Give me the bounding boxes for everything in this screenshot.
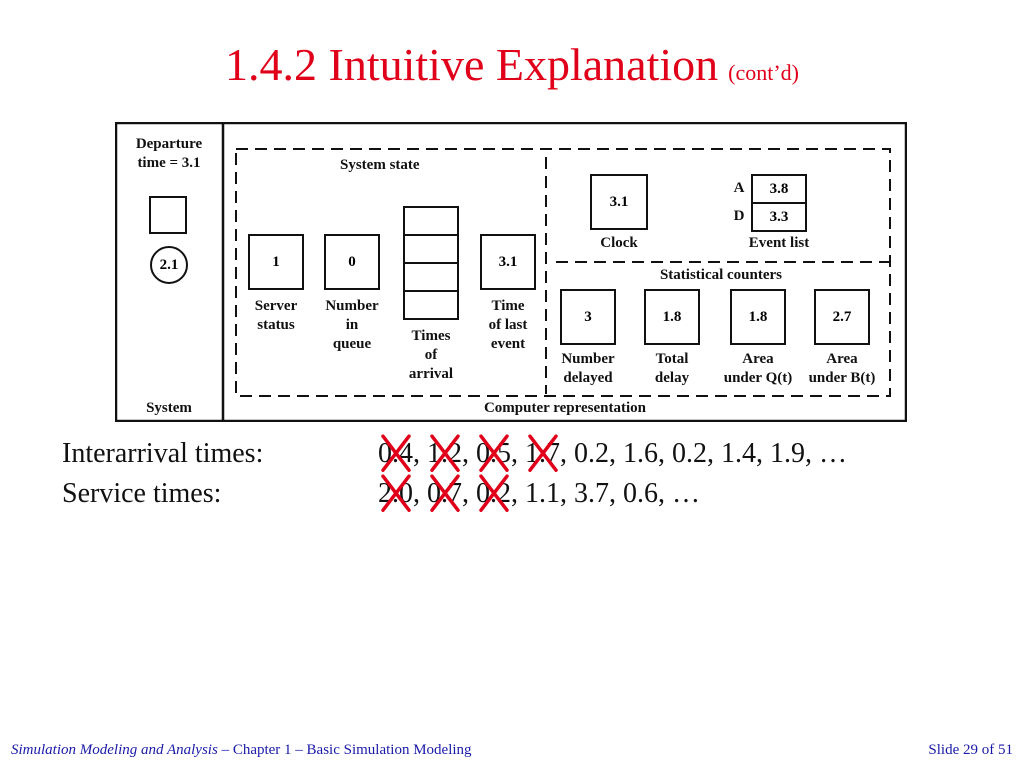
- nd-label1: Number: [561, 351, 615, 367]
- service-value: 0.7: [427, 474, 462, 512]
- departure-time-label: Departure time = 3.1: [123, 135, 215, 173]
- arrival-cell-2: [403, 234, 459, 264]
- server-status-label1: Server: [254, 298, 298, 314]
- footer-chapter: – Chapter 1 – Basic Simulation Modeling: [217, 742, 472, 758]
- interarrival-value: 0.5: [476, 434, 511, 472]
- toa-label3: arrival: [408, 366, 454, 382]
- niq-label2: in: [345, 317, 359, 333]
- interarrival-ellipsis: …: [819, 438, 847, 469]
- customer-circle: 2.1: [150, 246, 188, 284]
- area-b-label: Area under B(t): [797, 350, 887, 388]
- system-label: System: [146, 400, 192, 416]
- server-status-label2: status: [257, 317, 295, 333]
- system-state-label: System state: [340, 157, 420, 173]
- time-of-last-event-box: 3.1: [480, 234, 536, 290]
- nd-label2: delayed: [563, 370, 613, 386]
- interarrival-label: Interarrival times:: [62, 438, 264, 469]
- server-status-label: Server status: [236, 297, 316, 335]
- statistical-counters-label: Statistical counters: [659, 267, 783, 283]
- number-in-queue-box: 0: [324, 234, 380, 290]
- arrival-cell-4: [403, 290, 459, 320]
- td-label2: delay: [654, 370, 690, 386]
- number-delayed-label: Number delayed: [548, 350, 628, 388]
- clock-label: Clock: [600, 235, 638, 251]
- cross-mark-icon: [380, 474, 411, 512]
- interarrival-value: 0.4: [378, 434, 413, 472]
- cross-mark-icon: [478, 474, 509, 512]
- interarrival-value: 0.2: [672, 438, 707, 469]
- interarrival-values: 0.4, 1.2, 0.5, 1.7, 0.2, 1.6, 0.2, 1.4, …: [378, 434, 847, 472]
- interarrival-value: 1.9: [770, 438, 805, 469]
- arrival-cell-3: [403, 262, 459, 292]
- interarrival-value: 0.2: [574, 438, 609, 469]
- title-main: 1.4.2 Intuitive Explanation: [225, 39, 719, 90]
- interarrival-value: 1.4: [721, 438, 756, 469]
- departure-line1: Departure: [135, 136, 203, 152]
- event-d-box: 3.3: [751, 202, 807, 232]
- event-d-label: D: [733, 208, 745, 224]
- ab-label1: Area: [826, 351, 858, 367]
- total-delay-label: Total delay: [632, 350, 712, 388]
- cross-mark-icon: [429, 434, 460, 472]
- computer-representation-label: Computer representation: [483, 400, 647, 416]
- number-in-queue-label: Number in queue: [312, 297, 392, 354]
- clock-box: 3.1: [590, 174, 648, 230]
- server-status-box: 1: [248, 234, 304, 290]
- footer-book-title: Simulation Modeling and Analysis: [11, 742, 218, 758]
- interarrival-value: 1.2: [427, 434, 462, 472]
- number-delayed-box: 3: [560, 289, 616, 345]
- ab-label2: under B(t): [808, 370, 876, 386]
- total-delay-box: 1.8: [644, 289, 700, 345]
- service-value: 0.6: [623, 478, 658, 509]
- interarrival-value: 1.6: [623, 438, 658, 469]
- niq-label3: queue: [332, 336, 372, 352]
- interarrival-value: 1.7: [525, 434, 560, 472]
- td-label1: Total: [655, 351, 689, 367]
- service-value: 0.2: [476, 474, 511, 512]
- footer-slide-number: Slide 29 of 51: [928, 742, 1013, 758]
- service-value: 2.0: [378, 474, 413, 512]
- slide-title: 1.4.2 Intuitive Explanation (cont’d): [0, 38, 1024, 91]
- service-values: 2.0, 0.7, 0.2, 1.1, 3.7, 0.6, …: [378, 474, 700, 512]
- tle-label3: event: [490, 336, 526, 352]
- toa-label1: Times: [411, 328, 451, 344]
- cross-mark-icon: [429, 474, 460, 512]
- event-a-label: A: [733, 180, 745, 196]
- cross-mark-icon: [380, 434, 411, 472]
- event-list-label: Event list: [748, 235, 810, 251]
- cross-mark-icon: [478, 434, 509, 472]
- service-value: 3.7: [574, 478, 609, 509]
- footer-course: Simulation Modeling and Analysis – Chapt…: [11, 742, 472, 759]
- toa-label2: of: [424, 347, 438, 363]
- niq-label1: Number: [325, 298, 379, 314]
- cross-mark-icon: [527, 434, 558, 472]
- server-box: [149, 196, 187, 234]
- area-q-label: Area under Q(t): [713, 350, 803, 388]
- area-q-box: 1.8: [730, 289, 786, 345]
- area-b-box: 2.7: [814, 289, 870, 345]
- service-label: Service times:: [62, 478, 222, 509]
- arrival-cell-1: [403, 206, 459, 236]
- times-of-arrival-label: Times of arrival: [391, 327, 471, 384]
- aq-label2: under Q(t): [723, 370, 793, 386]
- time-of-last-event-label: Time of last event: [468, 297, 548, 354]
- diagram-frame: [115, 122, 907, 422]
- aq-label1: Area: [742, 351, 774, 367]
- service-ellipsis: …: [672, 478, 700, 509]
- simulation-diagram: Departure time = 3.1 2.1 System System s…: [115, 122, 907, 422]
- departure-line2: time = 3.1: [137, 155, 201, 171]
- title-sub: (cont’d): [728, 60, 799, 85]
- service-value: 1.1: [525, 478, 560, 509]
- tle-label1: Time: [491, 298, 525, 314]
- tle-label2: of last: [488, 317, 528, 333]
- event-a-box: 3.8: [751, 174, 807, 204]
